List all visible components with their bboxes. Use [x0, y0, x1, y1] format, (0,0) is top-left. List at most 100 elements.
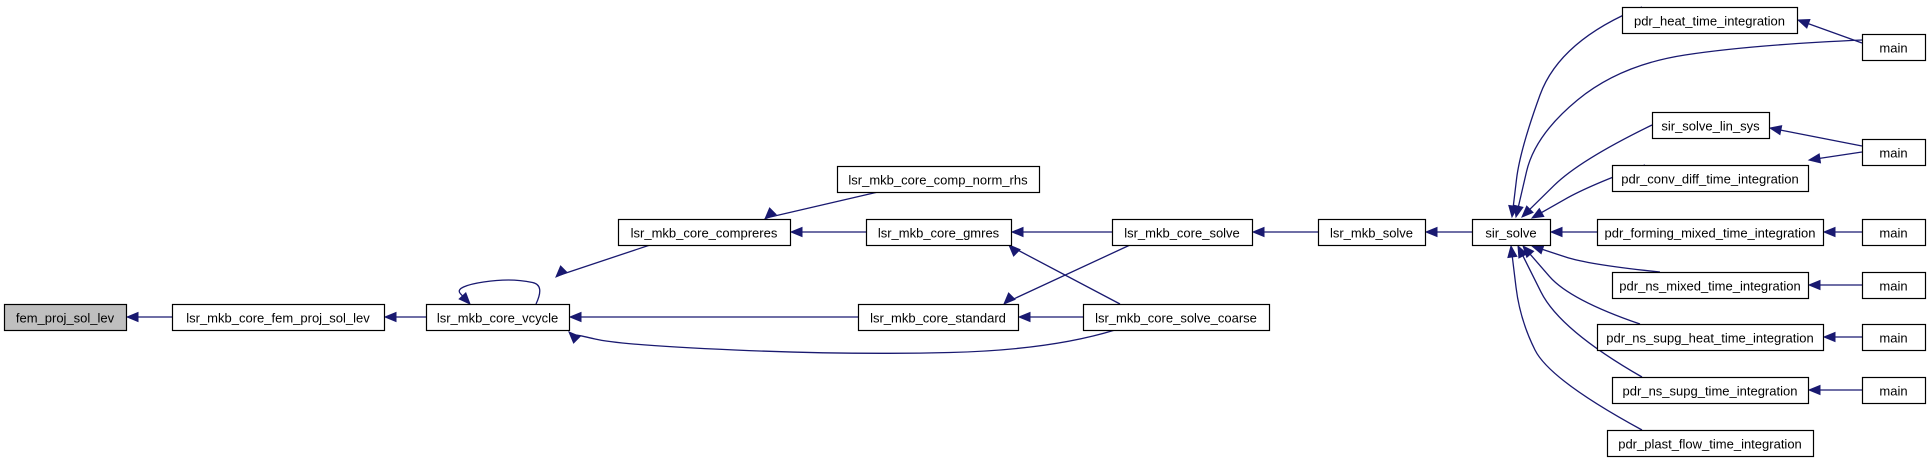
graph-node-lin-sys[interactable]: sir_solve_lin_sys	[1651, 111, 1771, 140]
call-edge-ns_mixed-to-sir_solve	[1530, 244, 1661, 273]
node-box	[1606, 429, 1815, 458]
graph-node-lsr-solve[interactable]: lsr_mkb_solve	[1317, 218, 1427, 247]
call-edge-main1-to-heat	[1796, 18, 1863, 44]
node-box	[1611, 271, 1810, 300]
node-box	[865, 218, 1013, 247]
node-label: lsr_mkb_core_solve	[1124, 226, 1240, 241]
call-edge-compreres-to-vcycle	[555, 244, 651, 278]
call-edge-main4-to-ns_mixed	[1807, 279, 1862, 291]
arrowhead-icon	[1424, 226, 1438, 238]
node-box	[1082, 303, 1271, 332]
node-label: lsr_mkb_core_comp_norm_rhs	[848, 173, 1028, 188]
call-edge-lin_sys-to-sir_solve	[1521, 124, 1653, 218]
graph-node-plast[interactable]: pdr_plast_flow_time_integration	[1606, 429, 1815, 458]
call-edge-main6-to-ns_supg	[1807, 384, 1862, 396]
node-box	[1611, 376, 1810, 405]
arrowhead-icon	[1807, 384, 1821, 396]
arrowhead-icon	[1003, 292, 1016, 305]
graph-node-ns-supg-heat[interactable]: pdr_ns_supg_heat_time_integration	[1596, 323, 1825, 352]
call-edge-plast-to-sir_solve	[1507, 244, 1643, 431]
node-label: main	[1879, 146, 1907, 161]
node-box	[1111, 218, 1254, 247]
node-box	[1861, 323, 1927, 352]
arrowhead-icon	[1807, 153, 1822, 164]
node-box	[425, 303, 571, 332]
edge-line	[1528, 252, 1641, 325]
arrowhead-icon	[1530, 207, 1545, 219]
arrowhead-icon	[568, 331, 581, 344]
node-label: pdr_plast_flow_time_integration	[1618, 437, 1802, 452]
node-label: pdr_forming_mixed_time_integration	[1604, 226, 1815, 241]
node-label: lsr_mkb_core_compreres	[631, 226, 778, 241]
node-label: lsr_mkb_core_solve_coarse	[1095, 311, 1257, 326]
arrowhead-icon	[1017, 311, 1031, 323]
call-edge-solve_coarse-to-gmres	[1008, 244, 1121, 305]
call-edge-sir_solve-to-lsr_solve	[1424, 226, 1472, 238]
graph-node-comp-norm-rhs[interactable]: lsr_mkb_core_comp_norm_rhs	[836, 165, 1041, 194]
graph-node-main6[interactable]: main	[1861, 376, 1927, 405]
node-label: lsr_mkb_core_standard	[870, 311, 1006, 326]
graph-node-sir-solve[interactable]: sir_solve	[1471, 218, 1552, 247]
arrowhead-icon	[1008, 244, 1021, 257]
call-edge-main3-to-forming	[1822, 226, 1862, 238]
graph-node-ns-supg[interactable]: pdr_ns_supg_time_integration	[1611, 376, 1810, 405]
arrowhead-icon	[1822, 226, 1836, 238]
node-box	[1861, 271, 1927, 300]
arrowhead-icon	[1517, 244, 1528, 259]
graph-node-main3[interactable]: main	[1861, 218, 1927, 247]
node-box	[1861, 33, 1927, 62]
arrowhead-icon	[568, 311, 582, 323]
graph-node-heat[interactable]: pdr_heat_time_integration	[1621, 6, 1799, 35]
node-label: lsr_mkb_core_vcycle	[437, 311, 558, 326]
edge-line	[1540, 248, 1661, 273]
arrowhead-icon	[1822, 331, 1836, 343]
arrowhead-icon	[764, 207, 777, 220]
node-label: pdr_conv_diff_time_integration	[1621, 172, 1799, 187]
node-label: sir_solve	[1485, 226, 1536, 241]
edge-line	[1527, 124, 1653, 212]
edge-line	[1806, 22, 1863, 44]
graph-node-main1[interactable]: main	[1861, 33, 1927, 62]
graph-node-gmres[interactable]: lsr_mkb_core_gmres	[865, 218, 1013, 247]
graph-node-main2[interactable]: main	[1861, 138, 1927, 167]
graph-node-core-solve[interactable]: lsr_mkb_core_solve	[1111, 218, 1254, 247]
node-label: pdr_heat_time_integration	[1634, 14, 1785, 29]
node-box	[171, 303, 386, 332]
graph-node-solve-coarse[interactable]: lsr_mkb_core_solve_coarse	[1082, 303, 1271, 332]
graph-node-main5[interactable]: main	[1861, 323, 1927, 352]
call-edge-gmres-to-compreres	[789, 226, 866, 238]
graph-node-conv-diff[interactable]: pdr_conv_diff_time_integration	[1611, 164, 1810, 193]
arrowhead-icon	[458, 292, 471, 305]
graph-node-standard[interactable]: lsr_mkb_core_standard	[857, 303, 1020, 332]
graph-node-fem-proj-sol-lev-core[interactable]: lsr_mkb_core_fem_proj_sol_lev	[171, 303, 386, 332]
call-edge-main1-to-sir_solve	[1513, 39, 1863, 219]
arrowhead-icon	[1768, 125, 1783, 136]
node-box	[1611, 164, 1810, 193]
node-box	[1861, 138, 1927, 167]
arrowhead-icon	[1549, 226, 1563, 238]
edge-line	[556, 244, 651, 277]
call-edge-core_solve-to-standard	[1003, 244, 1131, 305]
edge-line	[763, 191, 879, 220]
graph-node-ns-mixed[interactable]: pdr_ns_mixed_time_integration	[1611, 271, 1810, 300]
edge-line	[1517, 39, 1863, 209]
node-label: pdr_ns_mixed_time_integration	[1619, 279, 1800, 294]
node-box	[1596, 323, 1825, 352]
node-box	[1861, 218, 1927, 247]
node-box	[1861, 376, 1927, 405]
graph-node-main4[interactable]: main	[1861, 271, 1927, 300]
graph-node-compreres[interactable]: lsr_mkb_core_compreres	[617, 218, 792, 247]
arrowhead-icon	[555, 265, 568, 278]
call-edge-main5-to-ns_supg_heat	[1822, 331, 1862, 343]
graph-node-forming[interactable]: pdr_forming_mixed_time_integration	[1596, 218, 1825, 247]
arrowhead-icon	[1513, 204, 1524, 219]
call-edge-lsr_solve-to-core_solve	[1251, 226, 1318, 238]
arrowhead-icon	[125, 311, 139, 323]
arrowhead-icon	[1507, 244, 1518, 259]
graph-node-vcycle[interactable]: lsr_mkb_core_vcycle	[425, 303, 571, 332]
arrowhead-icon	[1796, 18, 1811, 29]
call-edge-standard-to-vcycle	[568, 311, 858, 323]
edge-line	[1817, 151, 1863, 160]
node-label: main	[1879, 41, 1907, 56]
